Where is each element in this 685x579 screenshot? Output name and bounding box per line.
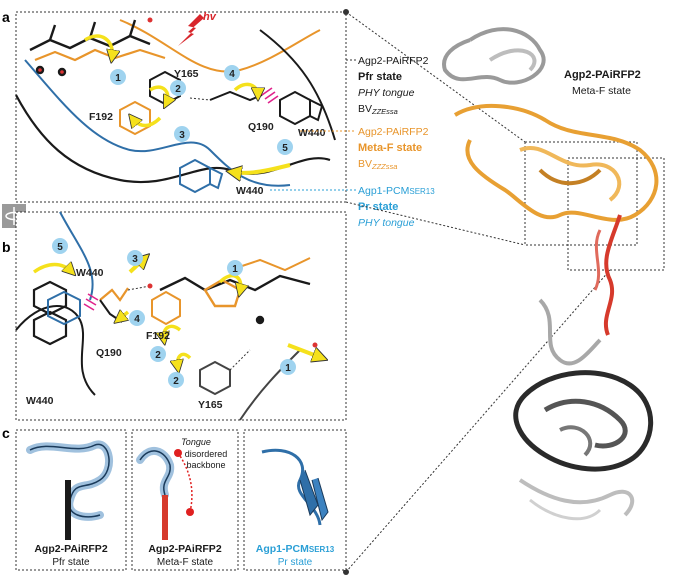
step-a-5: 5 <box>282 143 288 154</box>
panel-c-middle-line2: Meta-F state <box>157 557 214 568</box>
arrow-b-5 <box>32 265 72 273</box>
legend-pr-sub: SER13 <box>409 187 435 196</box>
panel-c-right-frame <box>243 429 347 571</box>
panel-c-left-line1: Agp2-PAiRFP2 <box>34 543 107 555</box>
res-b-f192: F192 <box>146 330 170 342</box>
arrow-a-1 <box>84 34 112 58</box>
y165-b <box>199 349 251 396</box>
hv-label: hv <box>203 11 217 23</box>
legend-pr-line1: Agp1-PCMSER13 <box>358 185 435 197</box>
legend: Agp2-PAiRFP2 Pfr state PHY tongue BVZZEs… <box>270 55 435 229</box>
legend-pfr-line1: Agp2-PAiRFP2 <box>358 55 429 67</box>
panel-c-middle-line1: Agp2-PAiRFP2 <box>148 543 221 555</box>
y165-sidechain <box>149 70 181 106</box>
panel-c-annot2: disordered <box>185 449 228 459</box>
panel-c-right-sub: SER13 <box>309 545 335 554</box>
step-b-1a: 1 <box>232 264 238 275</box>
sheet-right-1 <box>299 469 319 517</box>
overview-subtitle: Meta-F state <box>572 85 631 97</box>
pfr-loop-b <box>239 349 301 421</box>
legend-pr-line3: PHY tongue <box>358 217 415 229</box>
w440-pr-sidechain <box>179 158 224 194</box>
panel-a: a <box>2 9 347 203</box>
step-b-2a: 2 <box>155 350 161 361</box>
pr-backbone-b <box>59 211 94 301</box>
overview-title: Agp2-PAiRFP2 <box>564 69 641 81</box>
step-b-1b: 1 <box>285 363 291 374</box>
step-markers-b: 5 3 1 4 2 2 1 <box>52 238 296 388</box>
panel-b: b <box>2 211 347 421</box>
step-a-1: 1 <box>115 73 121 84</box>
step-a-2: 2 <box>175 84 181 95</box>
legend-pr-main: Agp1-PCM <box>358 185 409 197</box>
panel-c: c Agp2-PAiRFP2 Pfr state Tongue disorder… <box>2 425 347 571</box>
hbond-dash-a <box>189 97 211 101</box>
arrow-b-2a <box>164 324 182 340</box>
res-b-w440-top: W440 <box>76 267 104 279</box>
arrow-b-4 <box>118 312 130 320</box>
res-b-y165: Y165 <box>198 399 223 411</box>
legend-metaf-bv: BV <box>358 158 372 170</box>
step-b-2b: 2 <box>173 376 179 387</box>
step-b-4: 4 <box>134 314 140 325</box>
w440-b-pr <box>47 290 81 326</box>
disorder-end <box>186 508 194 516</box>
arrow-a-5 <box>232 163 291 173</box>
water-b <box>147 283 153 289</box>
w440-pfr-sidechain <box>279 90 324 126</box>
hbond-b <box>83 293 99 311</box>
arrow-b-1b <box>287 343 322 358</box>
disorder-link <box>177 452 193 513</box>
legend-metaf-line2: Meta-F state <box>358 142 422 154</box>
panel-b-letter: b <box>2 239 11 255</box>
res-a-y165: Y165 <box>174 68 199 80</box>
arrow-a-2 <box>149 85 168 104</box>
overview-structure: Agp2-PAiRFP2 Meta-F state <box>442 27 659 521</box>
f192-b <box>151 290 181 326</box>
arrow-a-3 <box>132 118 162 126</box>
panel-c-annot1: Tongue <box>181 437 211 447</box>
q190-b <box>99 287 129 302</box>
biliverdin-metaf <box>34 17 166 62</box>
legend-pfr-line2: Pfr state <box>358 71 402 83</box>
arrow-b-1a <box>218 273 241 292</box>
panel-c-right-line2: Pr state <box>278 557 313 568</box>
sheet-right-2 <box>311 477 329 522</box>
panel-c-letter: c <box>2 425 10 441</box>
pfr-backbone-b <box>15 305 96 396</box>
legend-pfr-line4: BVZZEssa <box>358 103 398 116</box>
arrow-b-2b <box>178 352 192 368</box>
res-b-q190: Q190 <box>96 347 122 359</box>
step-a-3: 3 <box>179 130 185 141</box>
biliverdin-b-metaf <box>229 257 311 272</box>
step-b-3: 3 <box>132 254 138 265</box>
res-b-w440-bottom: W440 <box>26 395 54 407</box>
step-markers-a: 1 2 3 4 5 <box>110 65 293 155</box>
panel-c-right-line1: Agp1-PCMSER13 <box>256 543 335 555</box>
panel-c-right-main: Agp1-PCM <box>256 543 309 555</box>
legend-metaf-bv-sub: ZZZssa <box>371 162 397 171</box>
res-a-f192: F192 <box>89 111 113 123</box>
legend-pr-line2: Pr state <box>358 201 398 213</box>
legend-pfr-bv: BV <box>358 103 372 115</box>
backbone-middle <box>139 450 171 496</box>
w440-b-pfr <box>32 280 68 346</box>
pfr-loop <box>259 29 336 141</box>
panel-c-left-line2: Pfr state <box>52 557 90 568</box>
step-b-5: 5 <box>57 242 63 253</box>
res-a-w440-top: W440 <box>298 127 326 139</box>
panel-c-annot3: backbone <box>186 460 225 470</box>
hv-bolt-icon <box>178 14 204 46</box>
legend-metaf-line3: BVZZZssa <box>358 158 397 171</box>
res-a-w440-bottom: W440 <box>236 185 264 197</box>
arrow-a-4 <box>233 82 258 96</box>
res-a-q190: Q190 <box>248 121 274 133</box>
step-a-4: 4 <box>229 69 235 80</box>
legend-pfr-bv-sub: ZZEssa <box>371 107 398 116</box>
legend-metaf-line1: Agp2-PAiRFP2 <box>358 126 429 138</box>
legend-pfr-line3: PHY tongue <box>358 87 415 99</box>
panel-a-letter: a <box>2 9 10 25</box>
